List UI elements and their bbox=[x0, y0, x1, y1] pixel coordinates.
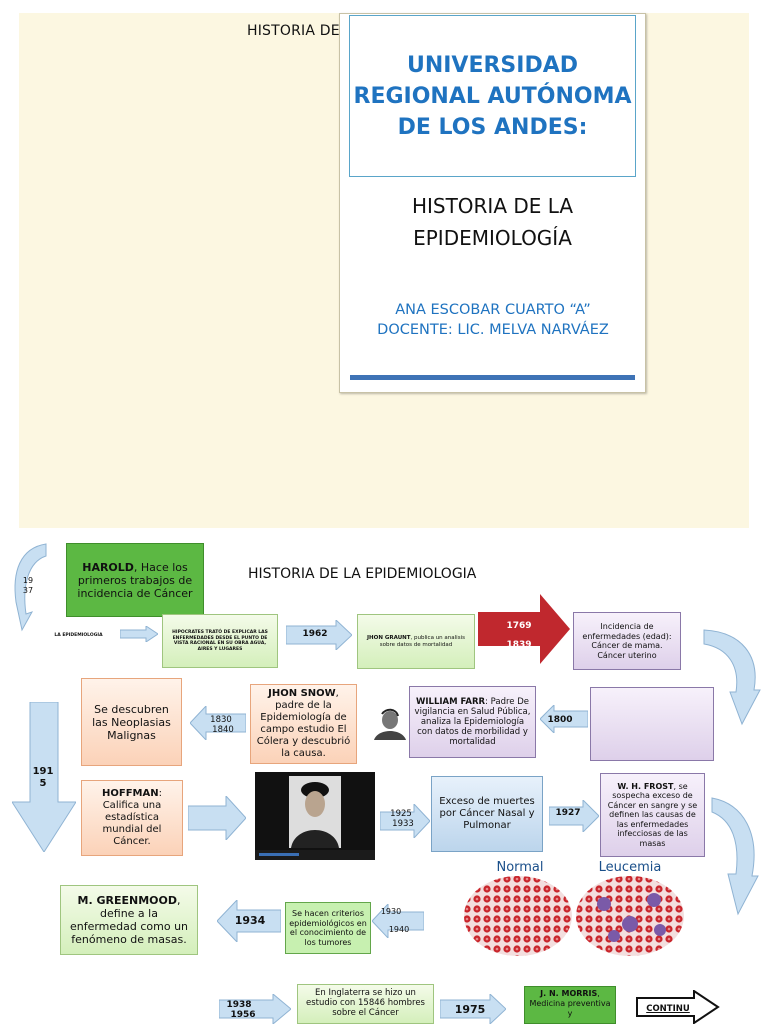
frost-text: , se sospecha exceso de Cáncer en sangre… bbox=[608, 782, 697, 848]
year-1930: 1930 bbox=[376, 907, 406, 916]
year-1975: 1975 bbox=[447, 1003, 493, 1016]
arrow-right-icon bbox=[120, 626, 158, 642]
cover-divider bbox=[350, 375, 635, 380]
continue-button[interactable]: CONTINU bbox=[640, 1004, 696, 1014]
criterios-box: Se hacen criterios epidemiológicos en el… bbox=[285, 902, 371, 954]
hipocrates-box: HIPOCRATES TRATÓ DE EXPLICAR LAS ENFERME… bbox=[162, 614, 278, 668]
portrait-photo-icon bbox=[255, 772, 375, 860]
morris-name: J. N. MORRIS bbox=[540, 989, 597, 998]
year-1915: 191 5 bbox=[28, 766, 58, 790]
curved-arrow-icon bbox=[708, 796, 764, 916]
la-epidemiologia-label: LA EPIDEMIOLOGIA bbox=[41, 627, 116, 645]
inglaterra-box: En Inglaterra se hizo un estudio con 158… bbox=[297, 984, 434, 1024]
year-1927: 1927 bbox=[553, 808, 583, 818]
farr-box: WILLIAM FARR: Padre De vigilancia en Sal… bbox=[409, 686, 536, 758]
exceso-box: Exceso de muertes por Cáncer Nasal y Pul… bbox=[431, 776, 543, 852]
timeline-title: HISTORIA DE LA EPIDEMIOLOGIA bbox=[248, 566, 476, 582]
farr-portrait-icon bbox=[370, 706, 410, 742]
morris-box: J. N. MORRIS, Medicina preventiva y bbox=[524, 986, 616, 1024]
normal-blood-cells-icon bbox=[462, 874, 574, 958]
year-1933: 1933 bbox=[386, 819, 420, 829]
empty-box bbox=[590, 687, 714, 761]
year-1840: 1840 bbox=[204, 725, 242, 735]
author-info: ANA ESCOBAR CUARTO “A” DOCENTE: LIC. MEL… bbox=[362, 300, 624, 340]
frost-name: W. H. FROST bbox=[617, 782, 673, 791]
incidencia-box: Incidencia de enfermedades (edad): Cánce… bbox=[573, 612, 681, 670]
harold-name: HAROLD bbox=[82, 561, 134, 574]
cover-slide: HISTORIA DE UNIVERSIDAD REGIONAL AUTÓNOM… bbox=[19, 13, 749, 528]
snow-name: JHON SNOW bbox=[268, 688, 336, 699]
university-box: UNIVERSIDAD REGIONAL AUTÓNOMA DE LOS AND… bbox=[349, 15, 636, 177]
year-1956: 1956 bbox=[225, 1010, 261, 1020]
cover-card: UNIVERSIDAD REGIONAL AUTÓNOMA DE LOS AND… bbox=[339, 13, 646, 393]
arrow-right-icon bbox=[188, 796, 246, 840]
timeline-slide: HISTORIA DE LA EPIDEMIOLOGIA 19 37 HAROL… bbox=[0, 528, 768, 1024]
harold-box: HAROLD, Hace los primeros trabajos de in… bbox=[66, 543, 204, 617]
leucemia-label: Leucemia bbox=[588, 860, 672, 875]
year-1769: 1769 bbox=[494, 621, 544, 631]
year-1962: 1962 bbox=[292, 629, 338, 639]
year-1940: 1940 bbox=[384, 925, 414, 934]
slide-header: HISTORIA DE bbox=[247, 23, 340, 39]
year-1925: 1925 bbox=[384, 809, 418, 819]
graunt-box: JHON GRAUNT, publica un analisis sobre d… bbox=[357, 614, 475, 669]
year-1937: 19 37 bbox=[18, 576, 38, 596]
farr-name: WILLIAM FARR bbox=[416, 697, 485, 707]
neoplasias-box: Se descubren las Neoplasias Malignas bbox=[81, 678, 182, 766]
year-1800: 1800 bbox=[545, 715, 575, 725]
hoffman-name: HOFFMAN bbox=[102, 788, 159, 799]
leukemia-cells-icon bbox=[574, 874, 686, 958]
year-1938: 1938 bbox=[221, 1000, 257, 1010]
video-thumbnail[interactable] bbox=[255, 772, 375, 860]
graunt-name: JHON GRAUNT bbox=[367, 635, 411, 641]
frost-box: W. H. FROST, se sospecha exceso de Cánce… bbox=[600, 773, 705, 857]
greenwood-box: M. GREENMOOD, define a la enfermedad com… bbox=[60, 885, 198, 955]
normal-label: Normal bbox=[485, 860, 555, 875]
greenwood-name: M. GREENMOOD bbox=[78, 894, 177, 907]
year-1934: 1934 bbox=[230, 914, 270, 927]
snow-box: JHON SNOW, padre de la Epidemiología de … bbox=[250, 684, 357, 764]
hoffman-box: HOFFMAN: Califica una estadística mundia… bbox=[81, 780, 183, 856]
year-1830: 1830 bbox=[202, 715, 240, 725]
year-1839: 1839 bbox=[494, 640, 544, 650]
document-title: HISTORIA DE LA EPIDEMIOLOGÍA bbox=[340, 190, 645, 254]
university-name: UNIVERSIDAD REGIONAL AUTÓNOMA DE LOS AND… bbox=[350, 50, 635, 143]
